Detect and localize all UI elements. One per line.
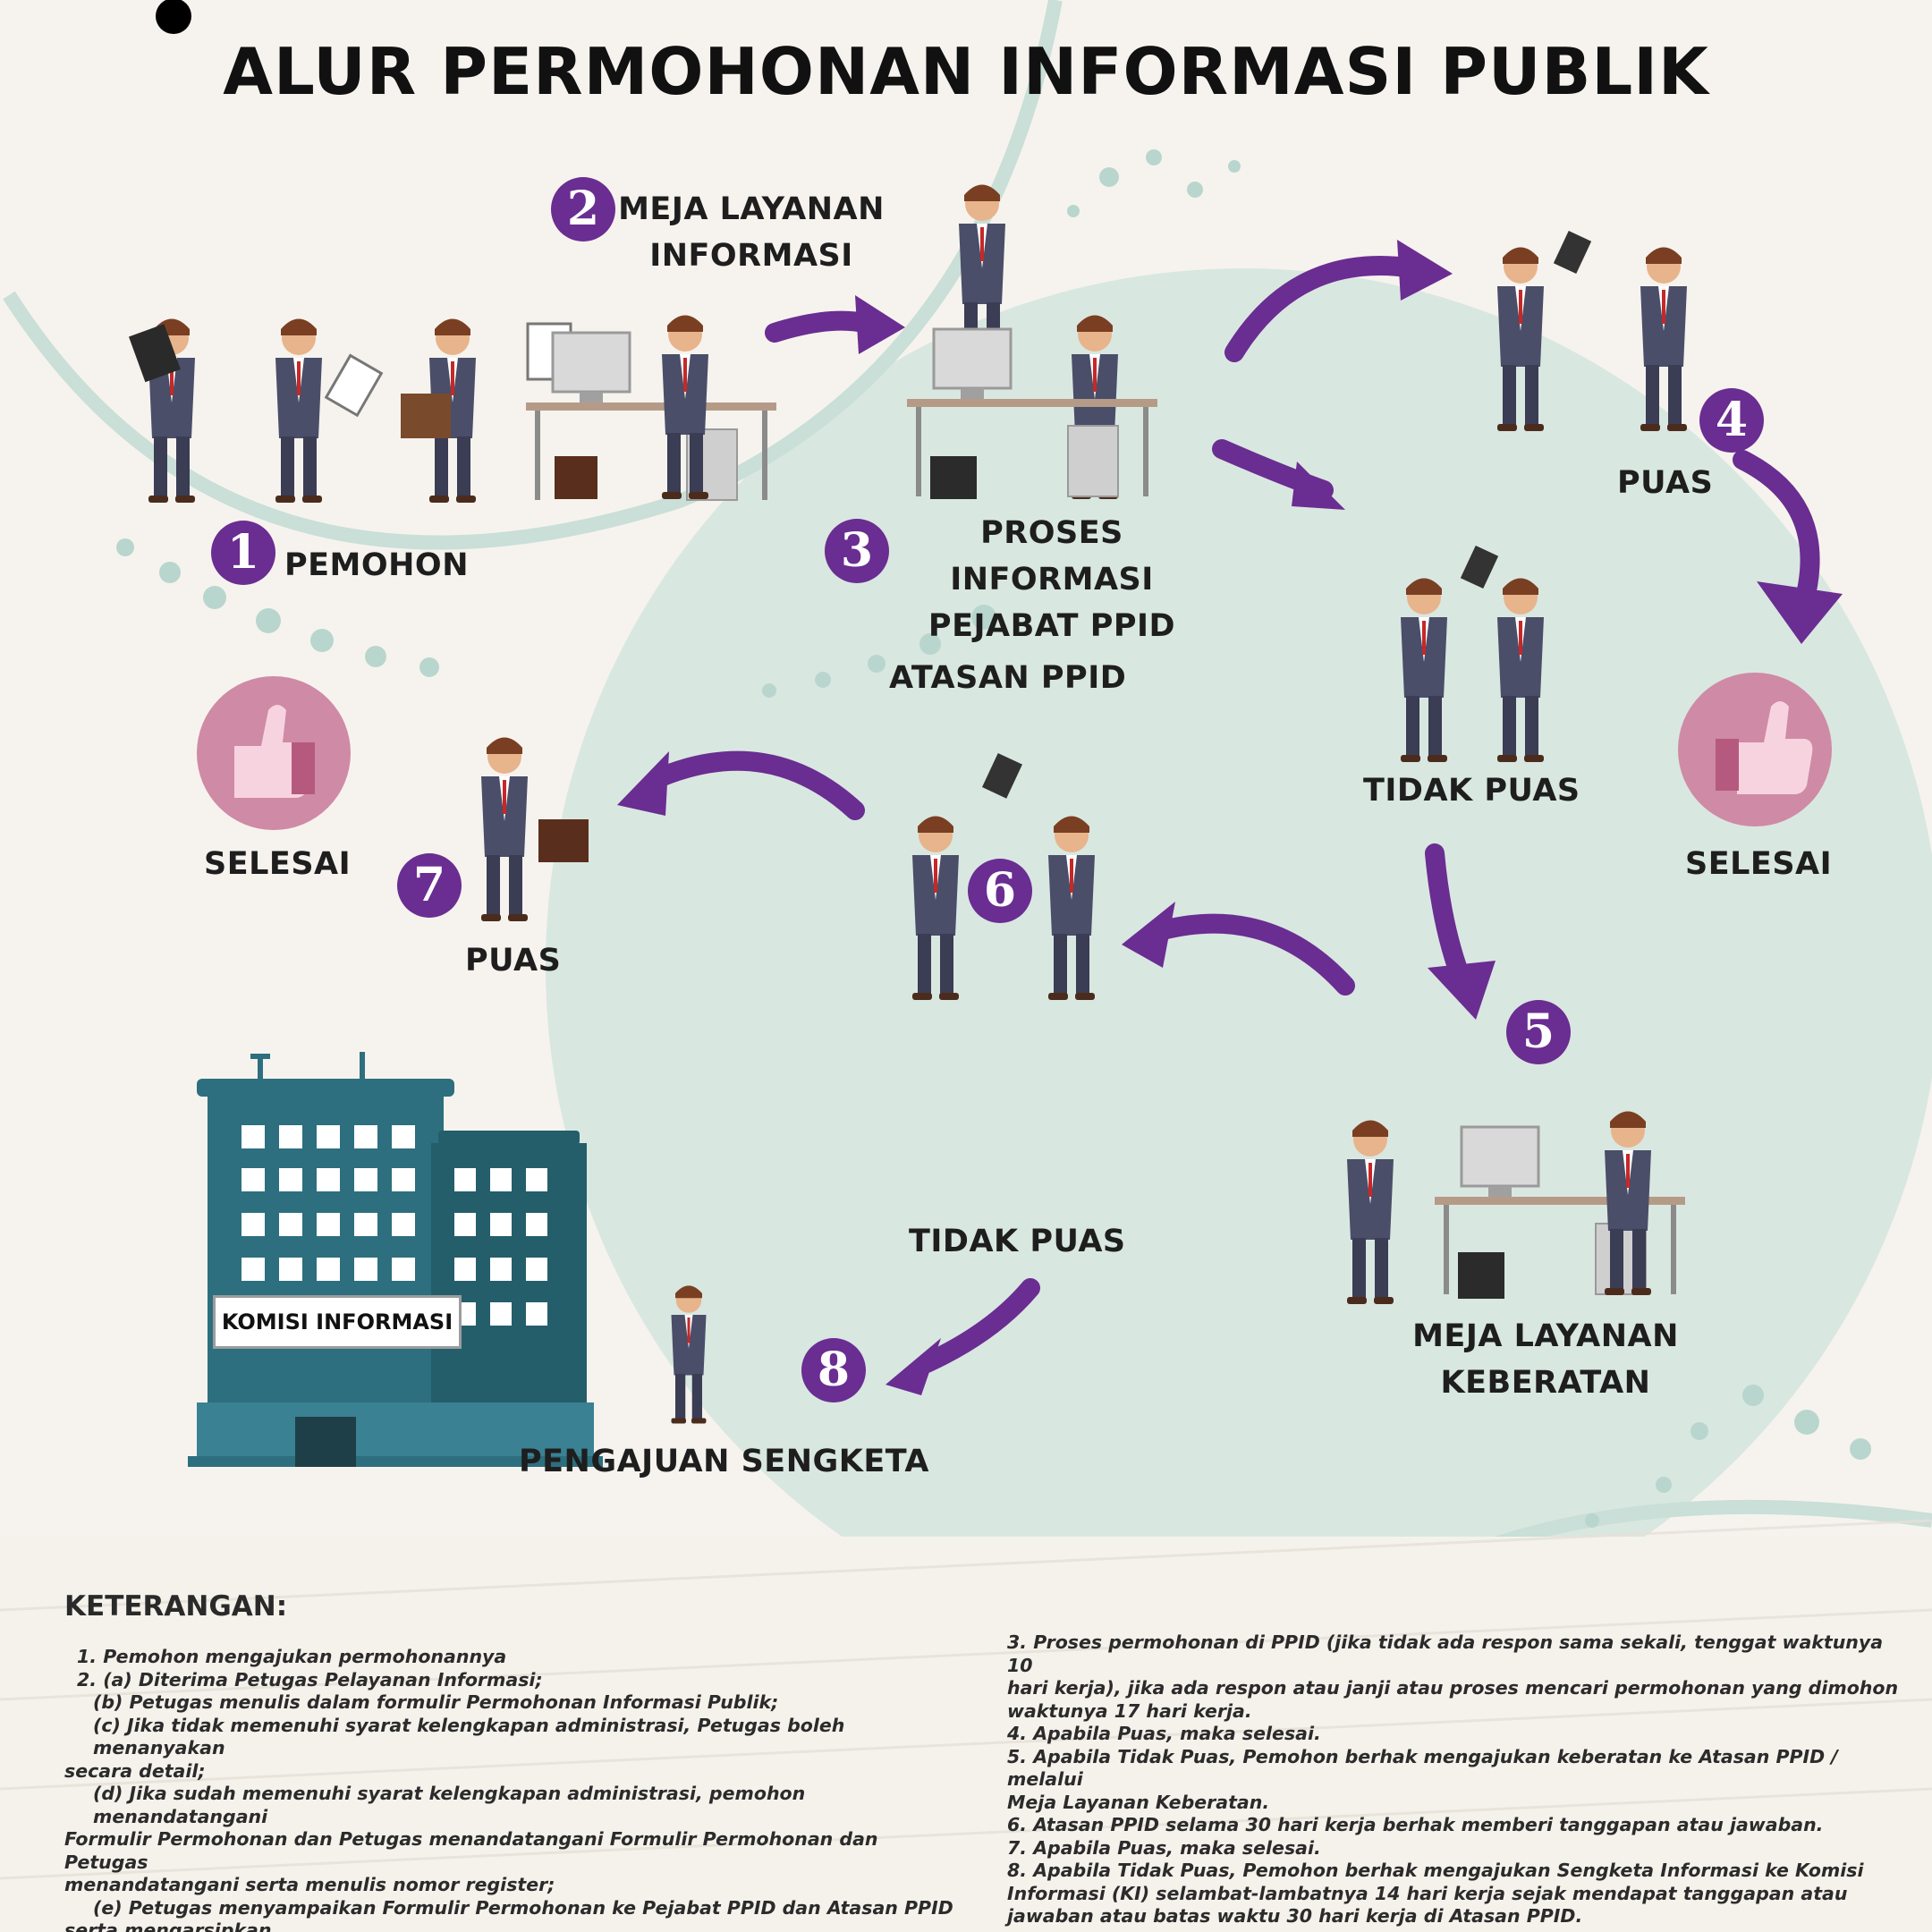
step-3-label-line1: PROSES INFORMASI [950,515,1154,597]
notes-right: 3. Proses permohonan di PPID (jika tidak… [1007,1631,1911,1928]
decor-dot [156,0,191,34]
step-2-badge: 2 [551,177,615,242]
arrow-to-8 [917,1278,1040,1373]
note-right-line: 3. Proses permohonan di PPID (jika tidak… [1007,1631,1884,1676]
keterangan-heading: KETERANGAN: [64,1590,288,1623]
step-5-label-line2: KEBERATAN [1440,1365,1651,1401]
note-right-line: jawaban atau batas waktu 30 hari kerja d… [1007,1905,1583,1927]
note-right-line: 8. Apabila Tidak Puas, Pemohon berhak me… [1007,1860,1864,1881]
note-right-line: Informasi (KI) selambat-lambatnya 14 har… [1007,1882,1848,1904]
note-left-line: (c) Jika tidak memenuhi syarat kelengkap… [93,1714,845,1759]
note-right-line: waktunya 17 hari kerja. [1007,1699,1252,1722]
step-6-badge: 6 [968,859,1032,923]
step-3-label: PROSES INFORMASI PEJABAT PPID [891,510,1213,649]
step-5-label-line1: MEJA LAYANAN [1412,1318,1679,1354]
note-right-line: hari kerja), jika ada respon atau janji … [1007,1677,1899,1699]
puas-walking [479,735,589,923]
keberatan-desk [1345,1109,1687,1306]
puas-group [1496,230,1689,433]
step-2-label-line2: INFORMASI [649,238,853,274]
komisi-informasi-sign: KOMISI INFORMASI [213,1295,462,1349]
notes-left: 1. Pemohon mengajukan permohonannya 2. (… [64,1646,968,1932]
arrow-3-to-4 [1224,256,1423,362]
atasan-group [911,752,1097,1002]
note-left-line: secara detail; [64,1759,206,1782]
note-left-line: menandatangani serta menulis nomor regis… [64,1874,555,1895]
step-4-label: PUAS [1617,465,1714,501]
tidak-puas-group [1399,545,1546,764]
step3-desk [905,182,1159,501]
step-2-label: MEJA LAYANAN INFORMASI [617,186,886,279]
step-3-label-line2: PEJABAT PPID [928,608,1176,644]
arrow-6-to-7 [648,750,865,820]
step-7-badge: 7 [397,853,462,918]
thumbs-up-icon [197,676,351,830]
note-left-line: (e) Petugas menyampaikan Formulir Permoh… [93,1896,953,1919]
office-building-icon [188,1052,603,1467]
note-left-line: 1. Pemohon mengajukan permohonannya [77,1646,507,1667]
tidak-puas-label-1: TIDAK PUAS [1363,773,1580,809]
selesai-left-label: SELESAI [204,846,352,882]
note-left-line: Formulir Permohonan dan Petugas menandat… [64,1828,878,1873]
selesai-right-label: SELESAI [1685,846,1833,882]
step-1-label: PEMOHON [284,547,469,583]
step-1-badge: 1 [211,521,275,585]
note-right-line: 6. Atasan PPID selama 30 hari kerja berh… [1007,1814,1824,1835]
step-8-label: PENGAJUAN SENGKETA [519,1444,930,1479]
step-4-badge: 4 [1699,388,1764,453]
note-right-line: 7. Apabila Puas, maka selesai. [1007,1836,1321,1859]
page-title: ALUR PERMOHONAN INFORMASI PUBLIK [223,34,1709,109]
step-2-label-line1: MEJA LAYANAN [618,191,885,227]
step-6-label: ATASAN PPID [889,660,1127,696]
step-5-label: MEJA LAYANAN KEBERATAN [1402,1313,1689,1406]
step-5-badge: 5 [1506,1000,1571,1064]
arrow-2-to-3 [765,310,877,343]
note-left-line: serta mengarsipkan. [64,1919,279,1932]
note-left-line: (d) Jika sudah memenuhi syarat kelengkap… [93,1783,806,1827]
step-3-badge: 3 [825,519,889,583]
note-right-line: Meja Layanan Keberatan. [1007,1791,1270,1813]
tidak-puas-label-2: TIDAK PUAS [909,1224,1126,1259]
thumbs-up-icon [1678,673,1832,826]
note-right-line: 5. Apabila Tidak Puas, Pemohon berhak me… [1007,1745,1838,1791]
arrow-4-to-selesai [1733,450,1820,600]
step-8-badge: 8 [801,1338,866,1402]
note-left-line: (b) Petugas menulis dalam formulir Permo… [93,1691,779,1713]
note-left-line: 2. (a) Diterima Petugas Pelayanan Inform… [77,1668,543,1690]
note-right-line: 4. Apabila Puas, maka selesai. [1007,1723,1321,1744]
step1-desk [524,313,778,502]
arrow-5-to-6 [1153,913,1355,996]
step-7-label: PUAS [465,943,562,979]
